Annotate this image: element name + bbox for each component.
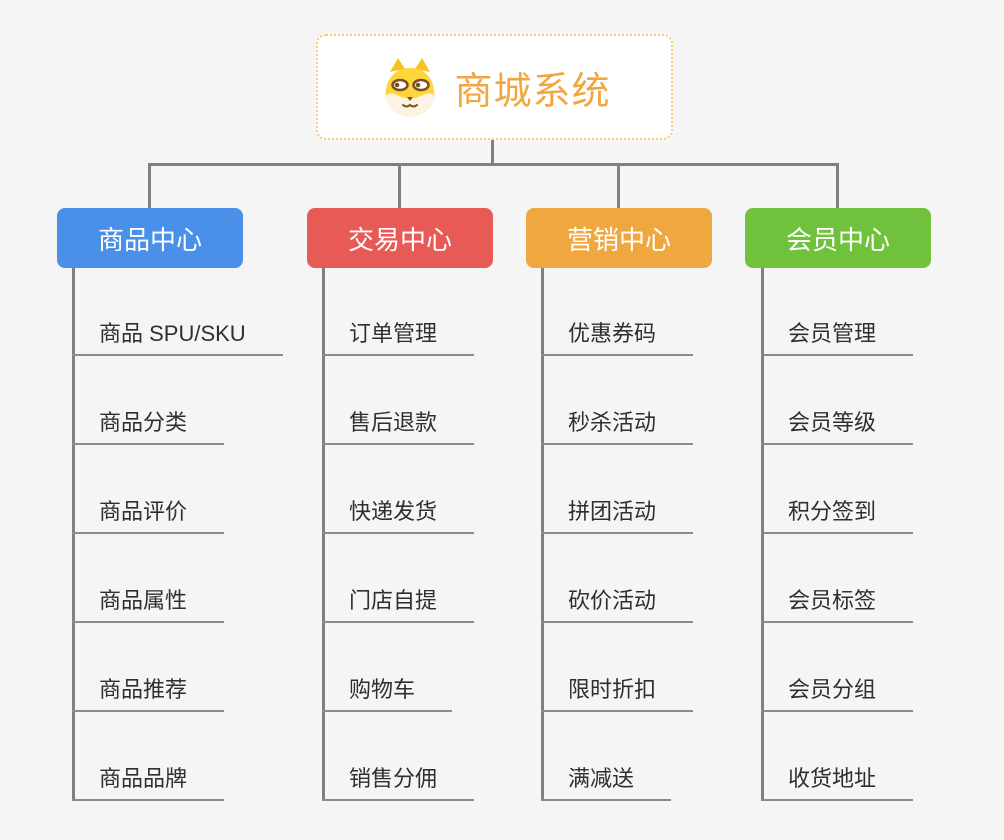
leaf-node[interactable]: 购物车 — [322, 670, 453, 712]
leaf-node[interactable]: 优惠券码 — [541, 314, 694, 356]
connector-line — [541, 268, 544, 801]
branch-children-product-center: 商品 SPU/SKU 商品分类 商品评价 商品属性 商品推荐 商品品牌 — [72, 314, 283, 840]
dog-icon — [378, 55, 442, 119]
connector-line — [148, 163, 151, 208]
leaf-node[interactable]: 商品推荐 — [72, 670, 225, 712]
connector-line — [322, 268, 325, 801]
leaf-node[interactable]: 会员标签 — [761, 581, 914, 623]
connector-line — [398, 163, 401, 208]
branch-children-trade-center: 订单管理 售后退款 快递发货 门店自提 购物车 销售分佣 — [322, 314, 475, 840]
leaf-node[interactable]: 订单管理 — [322, 314, 475, 356]
connector-line — [491, 140, 494, 166]
leaf-node[interactable]: 会员分组 — [761, 670, 914, 712]
leaf-node[interactable]: 销售分佣 — [322, 759, 475, 801]
connector-line — [617, 163, 620, 208]
branch-label: 商品中心 — [97, 224, 202, 255]
branch-node-member-center[interactable]: 会员中心 — [745, 208, 931, 268]
connector-line — [836, 163, 839, 208]
connector-line — [72, 268, 75, 801]
root-title: 商城系统 — [454, 70, 611, 113]
leaf-node[interactable]: 拼团活动 — [541, 492, 694, 534]
branch-children-marketing-center: 优惠券码 秒杀活动 拼团活动 砍价活动 限时折扣 满减送 — [541, 314, 694, 840]
branch-node-product-center[interactable]: 商品中心 — [57, 208, 243, 268]
leaf-node[interactable]: 商品品牌 — [72, 759, 225, 801]
branch-node-trade-center[interactable]: 交易中心 — [307, 208, 493, 268]
leaf-node[interactable]: 售后退款 — [322, 403, 475, 445]
leaf-node[interactable]: 积分签到 — [761, 492, 914, 534]
leaf-node[interactable]: 商品属性 — [72, 581, 225, 623]
leaf-node[interactable]: 满减送 — [541, 759, 672, 801]
leaf-node[interactable]: 收货地址 — [761, 759, 914, 801]
leaf-node[interactable]: 快递发货 — [322, 492, 475, 534]
leaf-node[interactable]: 商品评价 — [72, 492, 225, 534]
leaf-node[interactable]: 砍价活动 — [541, 581, 694, 623]
leaf-node[interactable]: 门店自提 — [322, 581, 475, 623]
branch-label: 营销中心 — [566, 224, 671, 255]
leaf-node[interactable]: 会员管理 — [761, 314, 914, 356]
leaf-node[interactable]: 会员等级 — [761, 403, 914, 445]
branch-node-marketing-center[interactable]: 营销中心 — [526, 208, 712, 268]
branch-label: 会员中心 — [785, 224, 890, 255]
branch-label: 交易中心 — [347, 224, 452, 255]
leaf-node[interactable]: 限时折扣 — [541, 670, 694, 712]
connector-line — [148, 163, 839, 166]
branch-children-member-center: 会员管理 会员等级 积分签到 会员标签 会员分组 收货地址 — [761, 314, 914, 840]
root-node-mall-system[interactable]: 商城系统 — [316, 34, 673, 140]
connector-line — [761, 268, 764, 801]
leaf-node[interactable]: 秒杀活动 — [541, 403, 694, 445]
leaf-node[interactable]: 商品分类 — [72, 403, 225, 445]
leaf-node[interactable]: 商品 SPU/SKU — [72, 314, 283, 356]
